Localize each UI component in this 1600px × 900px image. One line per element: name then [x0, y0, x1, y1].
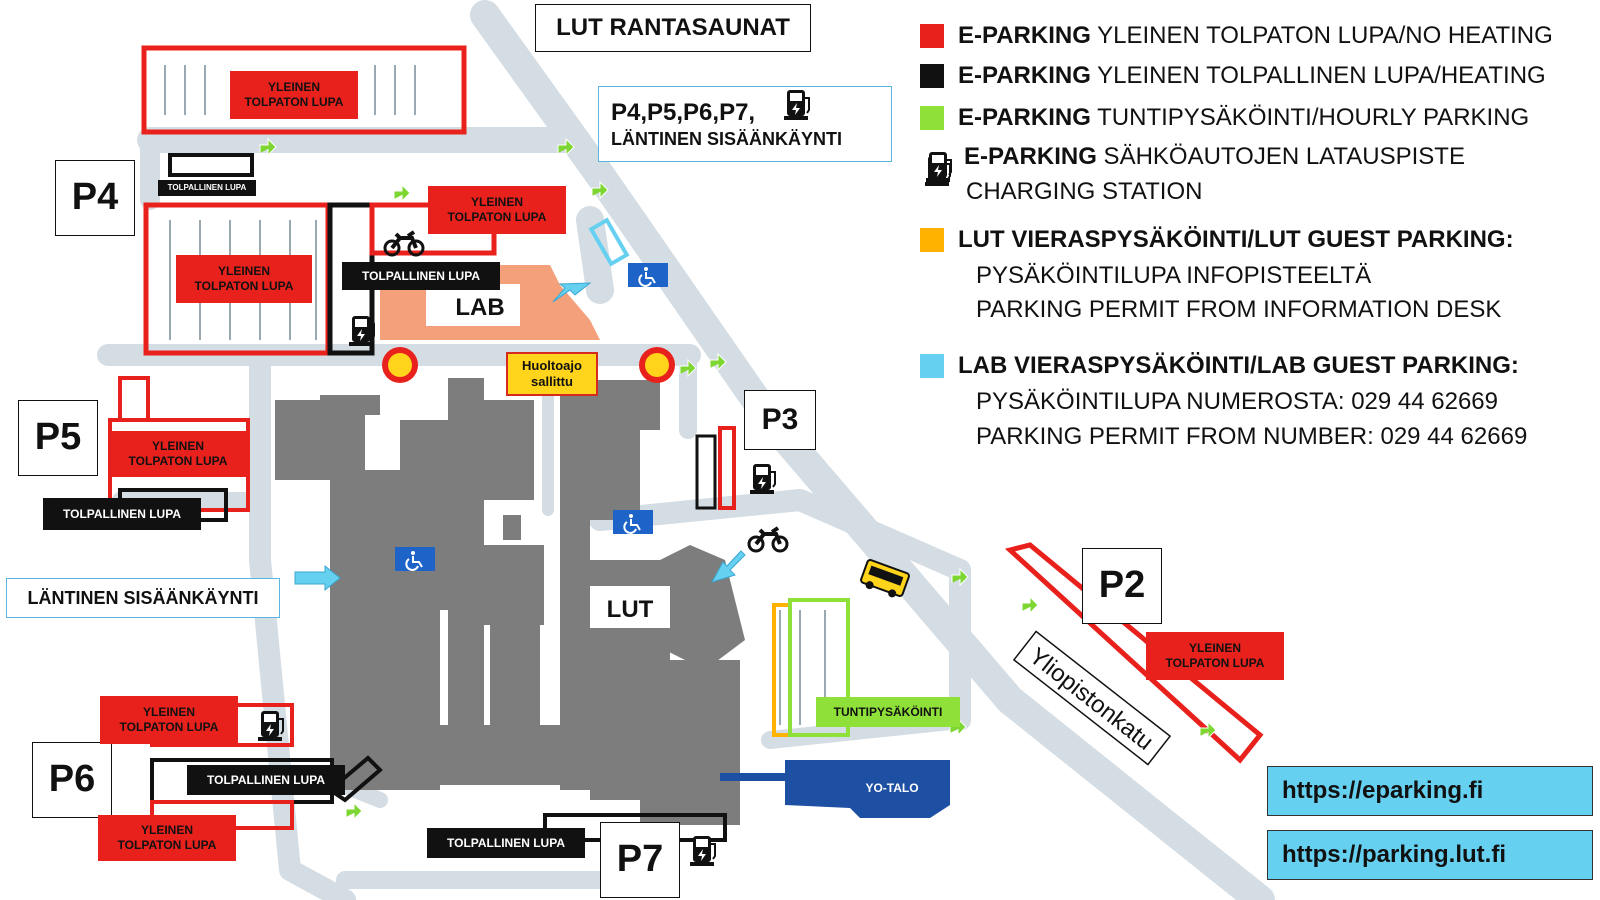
legend-charging-station-icon [925, 151, 952, 183]
area-p2: P2 [1082, 548, 1162, 624]
legend-green-bold: E-PARKING [958, 104, 1091, 131]
west-entrance-line2: LÄNTINEN SISÄÄNKÄYNTI [611, 128, 843, 149]
legend-green: E-PARKING TUNTIPYSÄKÖINTI/HOURLY PARKING [920, 104, 1529, 132]
rantasaunat-box: LUT RANTASAUNAT [535, 4, 811, 52]
legend-black: E-PARKING YLEINEN TOLPALLINEN LUPA/HEATI… [920, 62, 1546, 90]
p6-black-label: TOLPALLINEN LUPA [187, 765, 345, 795]
area-p3: P3 [744, 390, 816, 450]
legend-lab-guest-line3: PARKING PERMIT FROM NUMBER: 029 44 62669 [976, 423, 1528, 450]
p6-red-top-label: YLEINEN TOLPATON LUPA [100, 696, 238, 744]
legend-lut-guest-line2: PYSÄKÖINTILUPA INFOPISTEELTÄ [976, 262, 1372, 289]
west-entrance-left-box: LÄNTINEN SISÄÄNKÄYNTI [6, 578, 280, 618]
p6-red-bottom-label: YLEINEN TOLPATON LUPA [98, 815, 236, 861]
legend-lut-guest-line3: PARKING PERMIT FROM INFORMATION DESK [976, 296, 1502, 323]
service-traffic-sign: Huoltoajo sallittu [506, 352, 598, 396]
legend-red-swatch [920, 24, 944, 48]
p5-black-label: TOLPALLINEN LUPA [43, 498, 201, 530]
yo-talo-building [785, 760, 950, 818]
lut-building-label: LUT [607, 596, 654, 623]
legend-charging-bold: E-PARKING [964, 143, 1097, 170]
entrance-arrows [294, 282, 746, 592]
p2-red-label: YLEINEN TOLPATON LUPA [1146, 632, 1284, 680]
legend-lut-guest-swatch [920, 228, 944, 252]
area-p5: P5 [18, 400, 98, 476]
west-entrance-box: P4,P5,P6,P7, LÄNTINEN SISÄÄNKÄYNTI [598, 86, 892, 162]
legend-red-bold: E-PARKING [958, 22, 1091, 49]
legend-green-swatch [920, 106, 944, 130]
p4-top-red-label: YLEINEN TOLPATON LUPA [230, 71, 358, 119]
legend-lab-guest: LAB VIERASPYSÄKÖINTI/LAB GUEST PARKING: [920, 352, 1519, 380]
legend-lab-guest-bold: LAB VIERASPYSÄKÖINTI/LAB GUEST PARKING: [958, 352, 1519, 379]
link-eparking[interactable]: https://eparking.fi [1267, 766, 1593, 816]
legend-black-bold: E-PARKING [958, 62, 1091, 89]
area-p7: P7 [600, 822, 680, 898]
legend-charging-text: SÄHKÖAUTOJEN LATAUSPISTE [1096, 143, 1465, 170]
p7-black-label: TOLPALLINEN LUPA [427, 828, 585, 858]
legend-lab-guest-line2: PYSÄKÖINTILUPA NUMEROSTA: 029 44 62669 [976, 388, 1498, 415]
west-entrance-line1: P4,P5,P6,P7, [611, 98, 756, 126]
yo-talo-label: YO-TALO [865, 781, 918, 795]
p4-main-red-label: YLEINEN TOLPATON LUPA [176, 255, 312, 303]
area-p4: P4 [55, 160, 135, 236]
bus-icon [860, 559, 910, 598]
legend-black-swatch [920, 64, 944, 88]
lut-buildings [275, 378, 745, 825]
lab-building-label: LAB [455, 294, 504, 321]
legend-red: E-PARKING YLEINEN TOLPATON LUPA/NO HEATI… [920, 22, 1553, 50]
west-entrance-charging-icon [783, 89, 810, 121]
p5-red-label: YLEINEN TOLPATON LUPA [110, 431, 246, 477]
p4-small-black-label: TOLPALLINEN LUPA [158, 180, 256, 196]
lab-black-label: TOLPALLINEN LUPA [342, 262, 500, 290]
area-p6: P6 [32, 742, 112, 818]
legend-black-text: YLEINEN TOLPALLINEN LUPA/HEATING [1090, 62, 1546, 89]
lab-guest-parking [588, 217, 630, 267]
legend-charging: E-PARKING SÄHKÖAUTOJEN LATAUSPISTE [920, 143, 1465, 175]
legend-lut-guest-bold: LUT VIERASPYSÄKÖINTI/LUT GUEST PARKING: [958, 226, 1514, 253]
legend-lab-guest-swatch [920, 354, 944, 378]
link-parking-lut[interactable]: https://parking.lut.fi [1267, 830, 1593, 880]
legend-lut-guest: LUT VIERASPYSÄKÖINTI/LUT GUEST PARKING: [920, 226, 1514, 254]
legend-green-text: TUNTIPYSÄKÖINTI/HOURLY PARKING [1090, 104, 1530, 131]
legend-red-text: YLEINEN TOLPATON LUPA/NO HEATING [1090, 22, 1553, 49]
lab-red-label: YLEINEN TOLPATON LUPA [428, 186, 566, 234]
hourly-parking-label: TUNTIPYSÄKÖINTI [816, 697, 960, 727]
legend-charging-line2: CHARGING STATION [966, 178, 1203, 205]
